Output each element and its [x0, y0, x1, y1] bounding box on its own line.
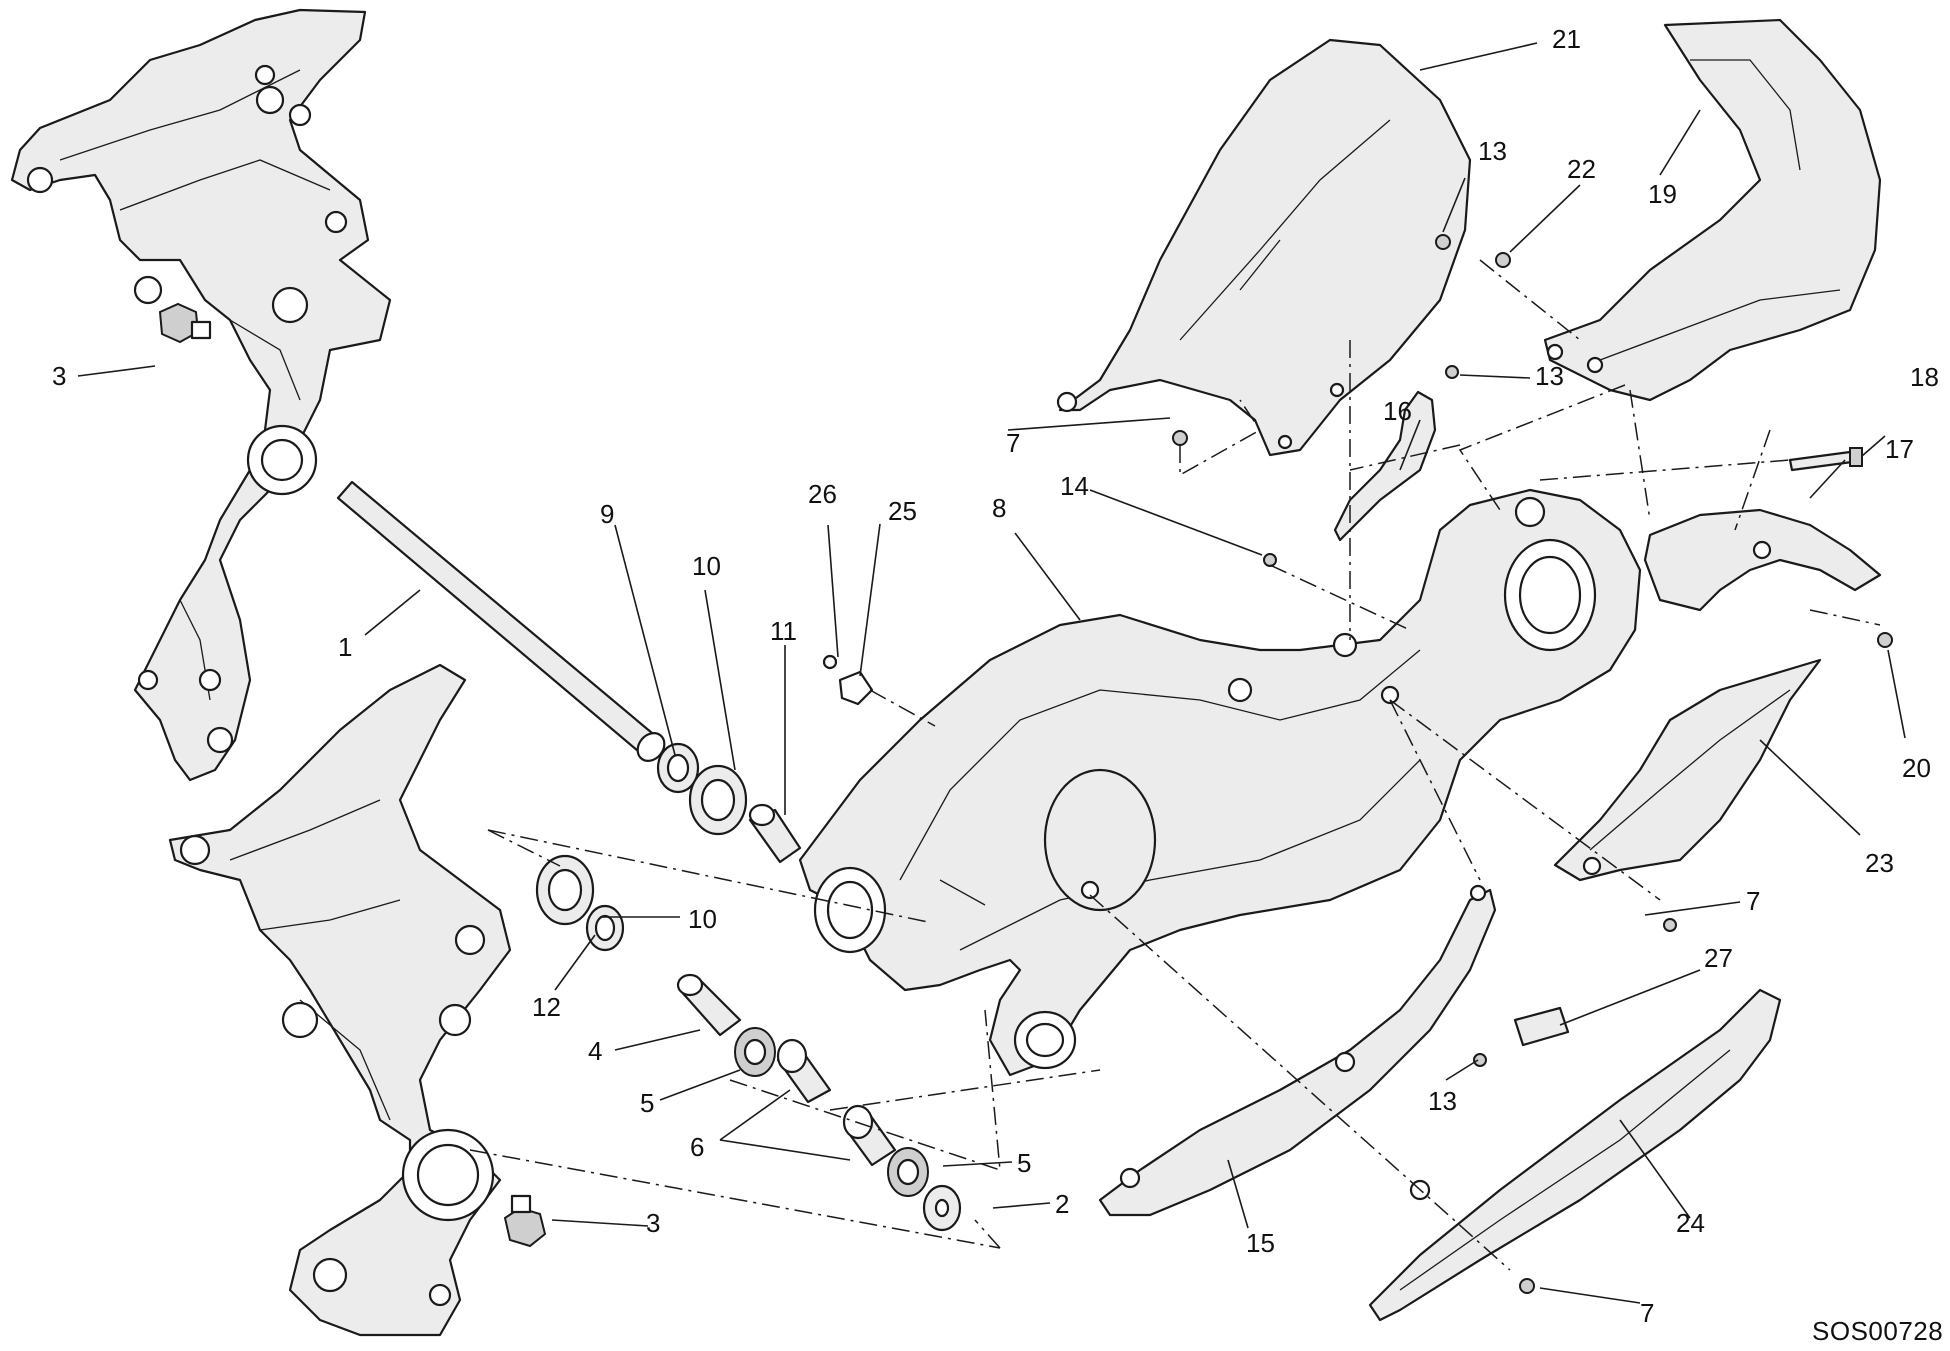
bolt-part-3-upper [158, 302, 212, 344]
callout-22: 22 [1567, 154, 1596, 184]
callout-13-mid: 13 [1535, 361, 1564, 391]
lower-frame-plate [168, 663, 512, 1337]
upper-frame-plate [10, 8, 392, 782]
bearing-part-10-upper [688, 764, 748, 836]
hugger-part-21 [1056, 38, 1472, 457]
chain-slider-part-24 [1368, 988, 1782, 1322]
bolt-part-3-lower [503, 1194, 547, 1248]
bushing-part-11 [748, 803, 802, 864]
leader-lines [77, 42, 1906, 1304]
assembly-axis-lines [469, 259, 1881, 1271]
callout-3-upper: 3 [52, 361, 66, 391]
callout-20: 20 [1902, 753, 1931, 783]
callout-3-lower: 3 [646, 1208, 660, 1238]
callout-13-top: 13 [1478, 136, 1507, 166]
callout-21: 21 [1552, 24, 1581, 54]
bolt-part-18 [1788, 447, 1863, 472]
callout-10-upper: 10 [692, 551, 721, 581]
ring-part-12 [585, 904, 625, 952]
callout-12: 12 [532, 992, 561, 1022]
callout-24: 24 [1676, 1208, 1705, 1238]
callout-27: 27 [1704, 943, 1733, 973]
seal-part-5-right [887, 1147, 929, 1197]
drawing-code: SOS00728 [1812, 1316, 1943, 1346]
guard-part-17 [1643, 508, 1882, 612]
callout-5-left: 5 [640, 1088, 654, 1118]
screw-part-26 [822, 654, 838, 670]
callout-7-bottom: 7 [1640, 1298, 1654, 1328]
callout-10-lower: 10 [688, 904, 717, 934]
callout-14: 14 [1060, 471, 1089, 501]
bearing-part-6-left [776, 1038, 832, 1104]
callout-5-right: 5 [1017, 1148, 1031, 1178]
washer-part-2 [922, 1184, 962, 1232]
chain-guard-part-23 [1553, 658, 1822, 882]
callout-19: 19 [1648, 179, 1677, 209]
callout-7-top: 7 [1006, 428, 1020, 458]
callout-7-right: 7 [1746, 886, 1760, 916]
chain-slider-part-15 [1098, 884, 1497, 1217]
plate-part-27 [1513, 1006, 1570, 1047]
callout-17: 17 [1885, 434, 1914, 464]
callout-4: 4 [588, 1036, 602, 1066]
bearing-part-6-right [842, 1104, 897, 1167]
callout-2: 2 [1055, 1189, 1069, 1219]
cover-part-19 [1543, 18, 1882, 402]
seal-part-5-left [734, 1027, 776, 1077]
callout-1: 1 [338, 632, 352, 662]
bearing-part-9 [656, 742, 700, 794]
callout-8: 8 [992, 493, 1006, 523]
callout-15: 15 [1246, 1228, 1275, 1258]
callout-labels: 1 2 3 3 4 5 5 6 7 7 7 8 9 10 10 11 12 13… [52, 24, 1943, 1346]
callout-6: 6 [690, 1132, 704, 1162]
small-screws [1172, 234, 1893, 1294]
callout-16: 16 [1383, 396, 1412, 426]
callout-25: 25 [888, 496, 917, 526]
callout-26: 26 [808, 479, 837, 509]
swingarm-part-8 [798, 488, 1642, 1077]
callout-9: 9 [600, 499, 614, 529]
bearing-part-10-lower [535, 854, 595, 926]
callout-11: 11 [770, 616, 797, 646]
callout-23: 23 [1865, 848, 1894, 878]
bracket-part-16 [1333, 390, 1437, 542]
cable-clip-part-25 [838, 670, 874, 706]
callout-13-bottom: 13 [1428, 1086, 1457, 1116]
spacer-part-4 [676, 973, 742, 1037]
callout-18: 18 [1910, 362, 1939, 392]
